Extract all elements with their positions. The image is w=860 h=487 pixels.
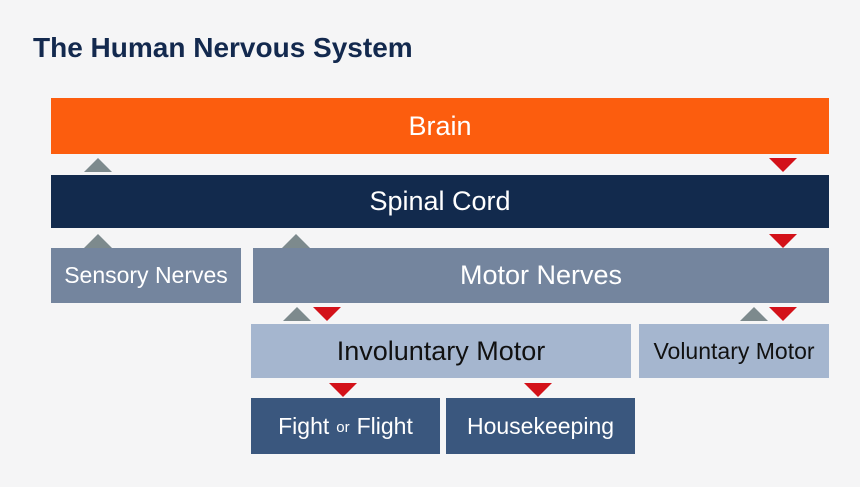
fight-or-flight-node: Fight or Flight — [251, 398, 440, 454]
up-arrow-icon — [84, 158, 112, 172]
down-arrow-icon — [524, 383, 552, 397]
housekeeping-node: Housekeeping — [446, 398, 635, 454]
involuntary-motor-node: Involuntary Motor — [251, 324, 631, 378]
motor-nerves-node-label: Motor Nerves — [459, 260, 623, 290]
sensory-nerves-node-label: Sensory Nerves — [64, 262, 228, 288]
spinal-cord-node: Spinal Cord — [51, 175, 829, 228]
housekeeping-node-label: Housekeeping — [466, 412, 615, 439]
motor-nerves-node: Motor Nerves — [253, 248, 829, 303]
fight-or-flight-node-label-part2: or — [336, 418, 350, 436]
up-arrow-icon — [283, 307, 311, 321]
fight-or-flight-node-label-part1: Fight — [278, 412, 330, 439]
down-arrow-icon — [769, 307, 797, 321]
voluntary-motor-node-label: Voluntary Motor — [653, 337, 815, 364]
down-arrow-icon — [769, 234, 797, 248]
down-arrow-icon — [769, 158, 797, 172]
down-arrow-icon — [329, 383, 357, 397]
brain-node-label: Brain — [408, 110, 472, 141]
brain-node: Brain — [51, 98, 829, 154]
down-arrow-icon — [313, 307, 341, 321]
up-arrow-icon — [282, 234, 310, 248]
involuntary-motor-node-label: Involuntary Motor — [336, 335, 546, 366]
up-arrow-icon — [740, 307, 768, 321]
spinal-cord-node-label: Spinal Cord — [369, 186, 511, 216]
fight-or-flight-node-label-part3: Flight — [356, 412, 413, 439]
page-title: The Human Nervous System — [33, 32, 413, 63]
voluntary-motor-node: Voluntary Motor — [639, 324, 829, 378]
sensory-nerves-node: Sensory Nerves — [51, 248, 241, 303]
up-arrow-icon — [84, 234, 112, 248]
